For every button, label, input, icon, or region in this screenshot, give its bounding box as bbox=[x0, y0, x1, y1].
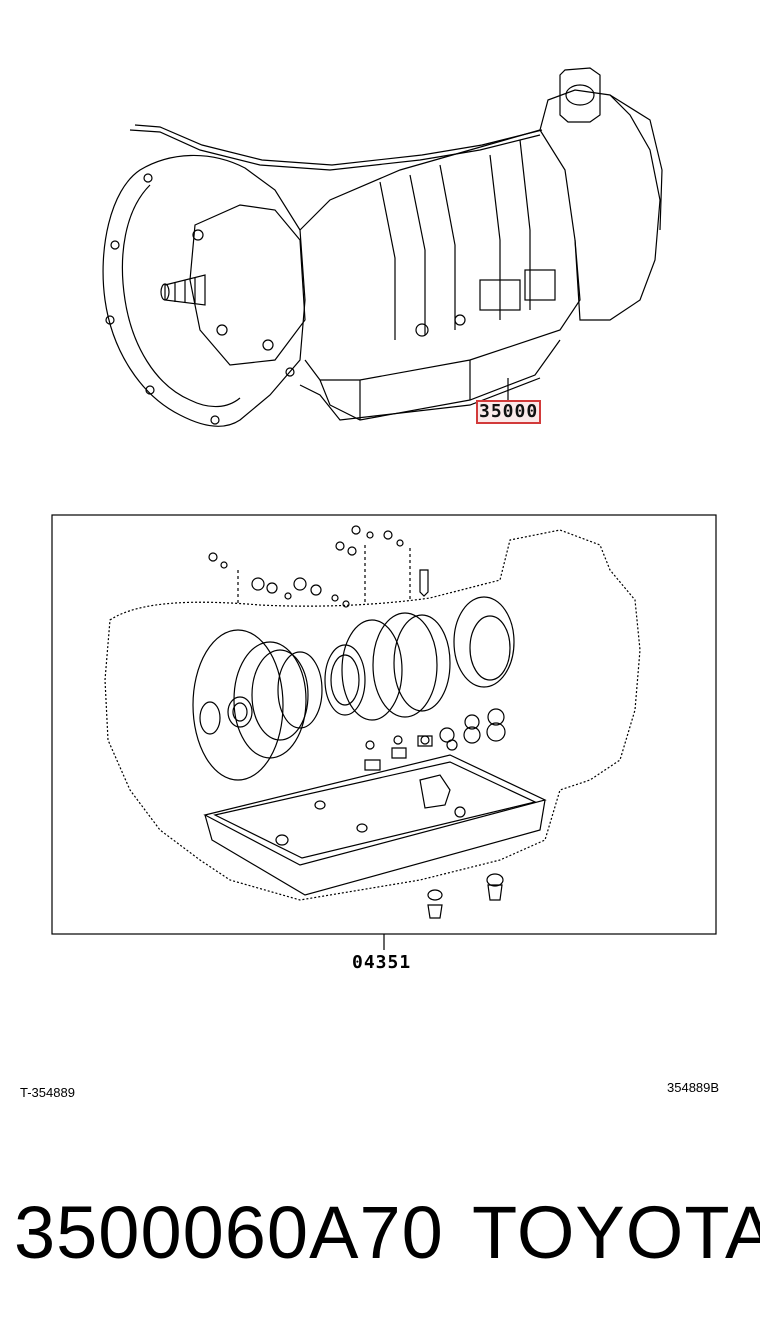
figure-code-left: T-354889 bbox=[20, 1085, 75, 1100]
part-number-caption: 3500060A70 bbox=[14, 1191, 444, 1274]
callout-04351[interactable]: 04351 bbox=[352, 952, 412, 973]
callout-35000-highlighted[interactable]: 35000 bbox=[476, 400, 542, 424]
kit-frame bbox=[51, 514, 717, 935]
brand-caption: TOYOTA bbox=[472, 1191, 760, 1274]
figure-code-right: 354889B bbox=[667, 1080, 720, 1095]
